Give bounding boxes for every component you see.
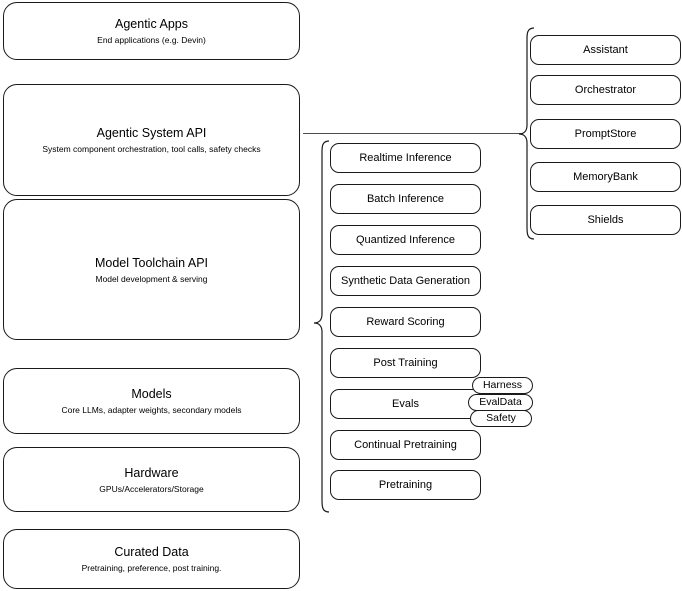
toolchain-label: Evals	[392, 398, 419, 410]
layer-subtitle: Pretraining, preference, post training.	[81, 563, 222, 573]
layer-title: Agentic System API	[96, 126, 207, 140]
evals-badge-harness[interactable]: Harness	[472, 377, 533, 394]
layer-subtitle: Core LLMs, adapter weights, secondary mo…	[61, 405, 242, 415]
evals-badge-label: EvalData	[479, 396, 522, 408]
layer-title: Curated Data	[114, 545, 189, 559]
layer-box-curated-data[interactable]: Curated Data Pretraining, preference, po…	[3, 529, 300, 589]
toolchain-box-pretraining[interactable]: Pretraining	[330, 470, 481, 500]
toolchain-box-realtime-inference[interactable]: Realtime Inference	[330, 143, 481, 173]
brace-toolchain	[313, 140, 330, 513]
system-box-memorybank[interactable]: MemoryBank	[530, 162, 681, 192]
system-label: Shields	[587, 214, 624, 226]
layer-title: Hardware	[124, 465, 179, 480]
evals-badge-label: Safety	[486, 412, 516, 424]
toolchain-label: Reward Scoring	[366, 316, 445, 328]
layer-box-model-toolchain-api[interactable]: Model Toolchain API Model development & …	[3, 199, 300, 340]
toolchain-label: Batch Inference	[366, 193, 445, 205]
layer-subtitle: GPUs/Accelerators/Storage	[99, 483, 204, 494]
layer-subtitle: System component orchestration, tool cal…	[42, 144, 261, 154]
system-box-shields[interactable]: Shields	[530, 205, 681, 235]
connector-system-api-to-components	[303, 133, 523, 134]
layer-box-hardware[interactable]: Hardware GPUs/Accelerators/Storage	[3, 447, 300, 512]
toolchain-box-batch-inference[interactable]: Batch Inference	[330, 184, 481, 214]
toolchain-box-reward-scoring[interactable]: Reward Scoring	[330, 307, 481, 337]
layer-title: Models	[131, 387, 172, 401]
toolchain-label: Realtime Inference	[359, 152, 452, 164]
system-label: Orchestrator	[574, 84, 637, 96]
toolchain-box-quantized-inference[interactable]: Quantized Inference	[330, 225, 481, 255]
toolchain-label: Continual Pretraining	[354, 439, 457, 451]
evals-badge-label: Harness	[482, 379, 523, 391]
toolchain-box-synthetic-data-generation[interactable]: Synthetic Data Generation	[330, 266, 481, 296]
layer-title: Agentic Apps	[115, 17, 188, 31]
toolchain-box-continual-pretraining[interactable]: Continual Pretraining	[330, 430, 481, 460]
system-label: PromptStore	[574, 128, 637, 140]
brace-system-components	[518, 27, 535, 240]
layer-box-models[interactable]: Models Core LLMs, adapter weights, secon…	[3, 368, 300, 434]
toolchain-label: Post Training	[373, 357, 438, 369]
evals-badge-evaldata[interactable]: EvalData	[468, 394, 533, 411]
system-box-assistant[interactable]: Assistant	[530, 35, 681, 65]
toolchain-label: Synthetic Data Generation	[340, 275, 471, 287]
system-label: MemoryBank	[573, 171, 638, 183]
toolchain-box-post-training[interactable]: Post Training	[330, 348, 481, 378]
toolchain-box-evals[interactable]: Evals	[330, 389, 481, 419]
layer-box-agentic-apps[interactable]: Agentic Apps End applications (e.g. Devi…	[3, 2, 300, 60]
system-label: Assistant	[583, 44, 628, 56]
toolchain-label: Pretraining	[378, 479, 433, 491]
layer-subtitle: End applications (e.g. Devin)	[97, 35, 206, 45]
toolchain-label: Quantized Inference	[355, 234, 456, 246]
layer-box-agentic-system-api[interactable]: Agentic System API System component orch…	[3, 84, 300, 196]
system-box-orchestrator[interactable]: Orchestrator	[530, 75, 681, 105]
layer-subtitle: Model development & serving	[95, 273, 208, 284]
layer-title: Model Toolchain API	[94, 255, 209, 270]
evals-badge-safety[interactable]: Safety	[470, 410, 532, 427]
system-box-promptstore[interactable]: PromptStore	[530, 119, 681, 149]
